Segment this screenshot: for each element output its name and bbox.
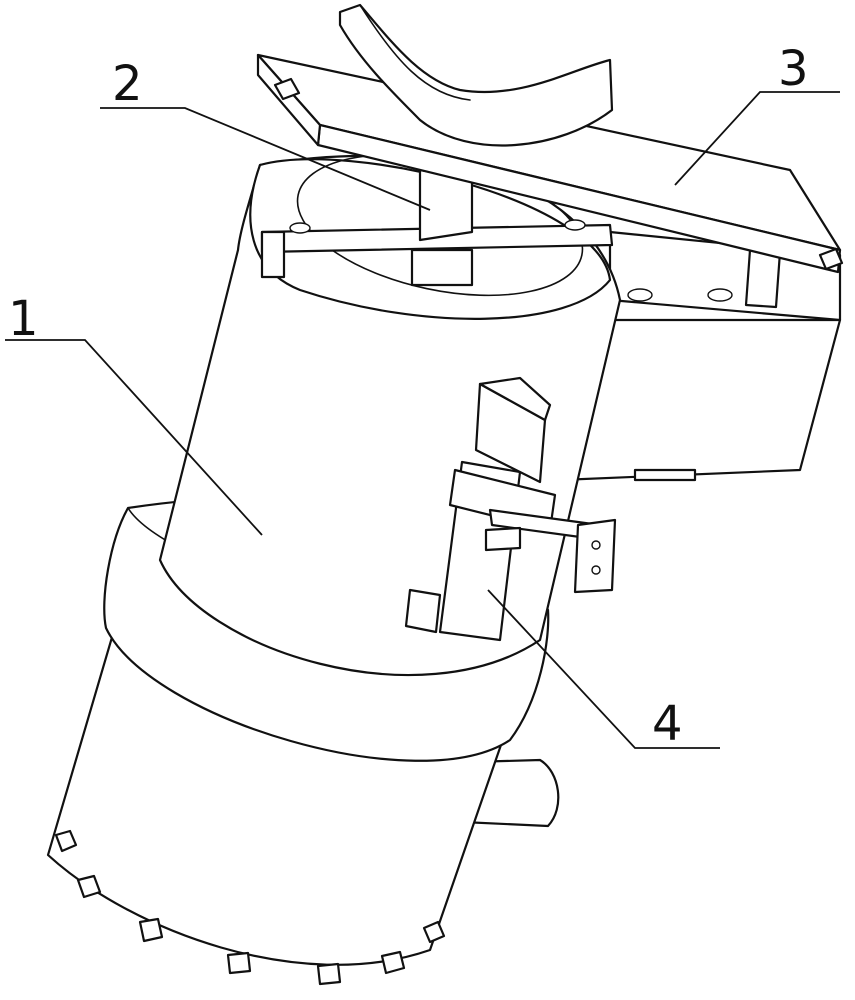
side-slide-clamp xyxy=(404,376,617,642)
leader-2 xyxy=(100,107,431,211)
clamp-block-lower xyxy=(410,248,474,287)
main-cylinder xyxy=(158,153,622,677)
bottom-feet xyxy=(54,829,446,986)
leader-4 xyxy=(487,589,720,749)
label-1: 1 xyxy=(8,291,39,347)
label-4: 4 xyxy=(652,696,683,752)
slide-end-tab xyxy=(573,518,617,594)
leader-1 xyxy=(5,339,263,536)
leader-3 xyxy=(674,91,840,186)
saddle xyxy=(338,3,614,147)
leader-lines xyxy=(5,91,840,749)
top-plate xyxy=(256,3,844,274)
label-2: 2 xyxy=(112,56,143,112)
label-3: 3 xyxy=(778,41,809,97)
